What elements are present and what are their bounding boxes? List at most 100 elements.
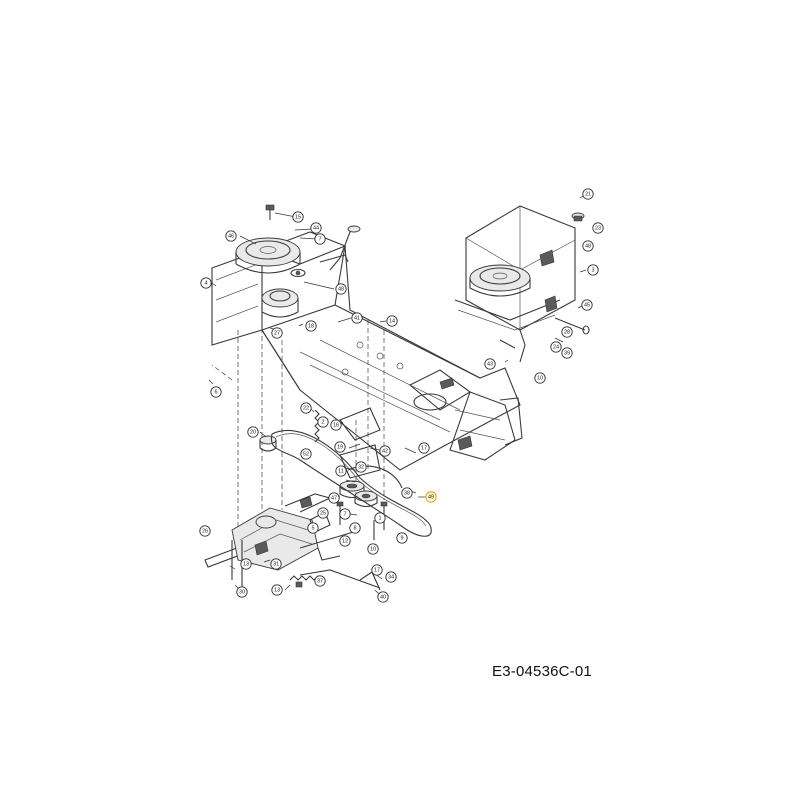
callout-circle <box>335 465 347 477</box>
callout-label: 13 <box>243 561 249 567</box>
callout-label: 47 <box>331 495 337 501</box>
callout-c7b: 7 <box>339 508 351 520</box>
callout-circle <box>210 386 222 398</box>
callout-c21: 21 <box>582 188 594 200</box>
callout-label: 17 <box>374 567 380 573</box>
callout-circle <box>247 426 259 438</box>
callout-circle <box>425 491 437 503</box>
callout-label: 14 <box>389 318 395 324</box>
callout-circle <box>300 402 312 414</box>
callout-circle <box>561 326 573 338</box>
callout-label: 39 <box>564 350 570 356</box>
callout-c6: 6 <box>210 386 222 398</box>
callout-c19: 19 <box>334 441 346 453</box>
drive-belt <box>270 429 432 537</box>
callout-circle <box>587 264 599 276</box>
callout-circle <box>418 442 430 454</box>
callout-label: 49 <box>428 494 434 500</box>
callout-label: 37 <box>317 578 323 584</box>
callout-c49: 49 <box>425 491 437 503</box>
callout-c42: 42 <box>379 445 391 457</box>
callout-label: 7 <box>318 236 321 242</box>
callout-label: 13 <box>274 587 280 593</box>
callout-label: 48 <box>338 286 344 292</box>
callout-c18: 18 <box>305 320 317 332</box>
callout-circle <box>592 222 604 234</box>
callout-label: 34 <box>388 574 394 580</box>
callout-c43: 43 <box>484 358 496 370</box>
callout-label: 25 <box>320 510 326 516</box>
callout-c1: 1 <box>374 512 386 524</box>
callout-circle <box>270 558 282 570</box>
callout-label: 8 <box>353 525 356 531</box>
callout-circle <box>305 320 317 332</box>
callout-label: 5 <box>311 525 314 531</box>
drawing-code: E3-04536C-01 <box>492 663 592 680</box>
callout-c14: 14 <box>386 315 398 327</box>
callout-c47: 47 <box>328 492 340 504</box>
callout-c24: 24 <box>550 341 562 353</box>
callout-circle <box>200 277 212 289</box>
callout-c45: 45 <box>581 299 593 311</box>
callout-c17a: 17 <box>418 442 430 454</box>
callout-circle <box>367 543 379 555</box>
callout-circle <box>317 416 329 428</box>
callout-circle <box>317 507 329 519</box>
callout-c7a: 7 <box>314 233 326 245</box>
callout-circle <box>351 312 363 324</box>
callout-c25: 25 <box>317 507 329 519</box>
callout-label: 52 <box>303 451 309 457</box>
callout-circle <box>300 448 312 460</box>
callout-label: 28 <box>564 329 570 335</box>
engine-pulley-assembly <box>235 204 361 318</box>
callout-circle <box>374 512 386 524</box>
callout-label: 6 <box>214 389 217 395</box>
callout-circle <box>386 315 398 327</box>
callout-c20: 20 <box>247 426 259 438</box>
callout-label: 19 <box>337 444 343 450</box>
callout-c48a: 48 <box>335 283 347 295</box>
callout-circle <box>199 525 211 537</box>
callout-circle <box>534 372 546 384</box>
callout-label: 10 <box>370 546 376 552</box>
callout-label: 22 <box>303 405 309 411</box>
callout-circle <box>271 327 283 339</box>
callout-circle <box>377 591 389 603</box>
callout-c38: 38 <box>401 487 413 499</box>
callout-label: 15 <box>295 214 301 220</box>
callout-circle <box>385 571 397 583</box>
callout-c37: 37 <box>314 575 326 587</box>
callout-label: 4 <box>204 280 207 286</box>
callout-c10a: 10 <box>367 543 379 555</box>
callout-c16: 16 <box>330 419 342 431</box>
callout-circle <box>582 188 594 200</box>
callout-c3: 3 <box>587 264 599 276</box>
callout-label: 24 <box>553 344 559 350</box>
callout-c13b: 13 <box>271 584 283 596</box>
callout-c26: 26 <box>199 525 211 537</box>
callout-label: 21 <box>585 191 591 197</box>
chassis-frame <box>211 231 523 471</box>
callout-label: 27 <box>274 330 280 336</box>
callout-circle <box>236 586 248 598</box>
callout-circle <box>582 240 594 252</box>
callout-c39: 39 <box>561 347 573 359</box>
callout-c44: 44 <box>310 222 322 234</box>
callout-circle <box>339 535 351 547</box>
callout-circle <box>401 487 413 499</box>
callout-label: 38 <box>404 490 410 496</box>
callout-label: 43 <box>487 361 493 367</box>
callout-label: 2 <box>321 419 324 425</box>
callout-circle <box>307 522 319 534</box>
callout-label: 44 <box>313 225 319 231</box>
callout-c34: 34 <box>385 571 397 583</box>
callout-circle <box>484 358 496 370</box>
callout-c4: 4 <box>200 277 212 289</box>
callout-c2: 2 <box>317 416 329 428</box>
callout-label: 7 <box>343 511 346 517</box>
callout-label: 23 <box>595 225 601 231</box>
callout-circle <box>371 564 383 576</box>
callout-c22: 22 <box>300 402 312 414</box>
callout-c32: 32 <box>355 461 367 473</box>
